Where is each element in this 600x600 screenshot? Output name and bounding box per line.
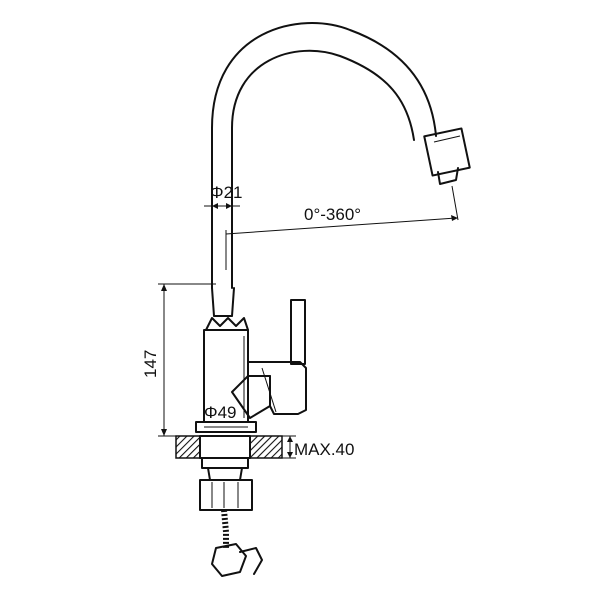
flex-hose bbox=[211, 509, 263, 577]
handle-lever bbox=[231, 299, 307, 419]
threaded-shank bbox=[199, 457, 253, 511]
deck-mount bbox=[175, 435, 283, 459]
dimension-deck-thickness bbox=[282, 435, 296, 459]
dimension-pipe-diameter bbox=[204, 196, 240, 212]
max-deck-thickness-label: MAX.40 bbox=[294, 440, 354, 459]
rotation-indicator bbox=[225, 185, 459, 270]
base-diameter-label: Φ49 bbox=[204, 403, 236, 422]
pipe-diameter-label: Φ21 bbox=[210, 183, 242, 202]
dimension-body-height bbox=[158, 283, 216, 437]
body-height-label: 147 bbox=[141, 350, 160, 378]
base-flange bbox=[195, 421, 257, 433]
aerator-nozzle bbox=[423, 127, 471, 185]
gooseneck-spout bbox=[211, 22, 437, 289]
spout-collar bbox=[205, 287, 249, 331]
rotation-range-label: 0°-360° bbox=[304, 205, 361, 224]
